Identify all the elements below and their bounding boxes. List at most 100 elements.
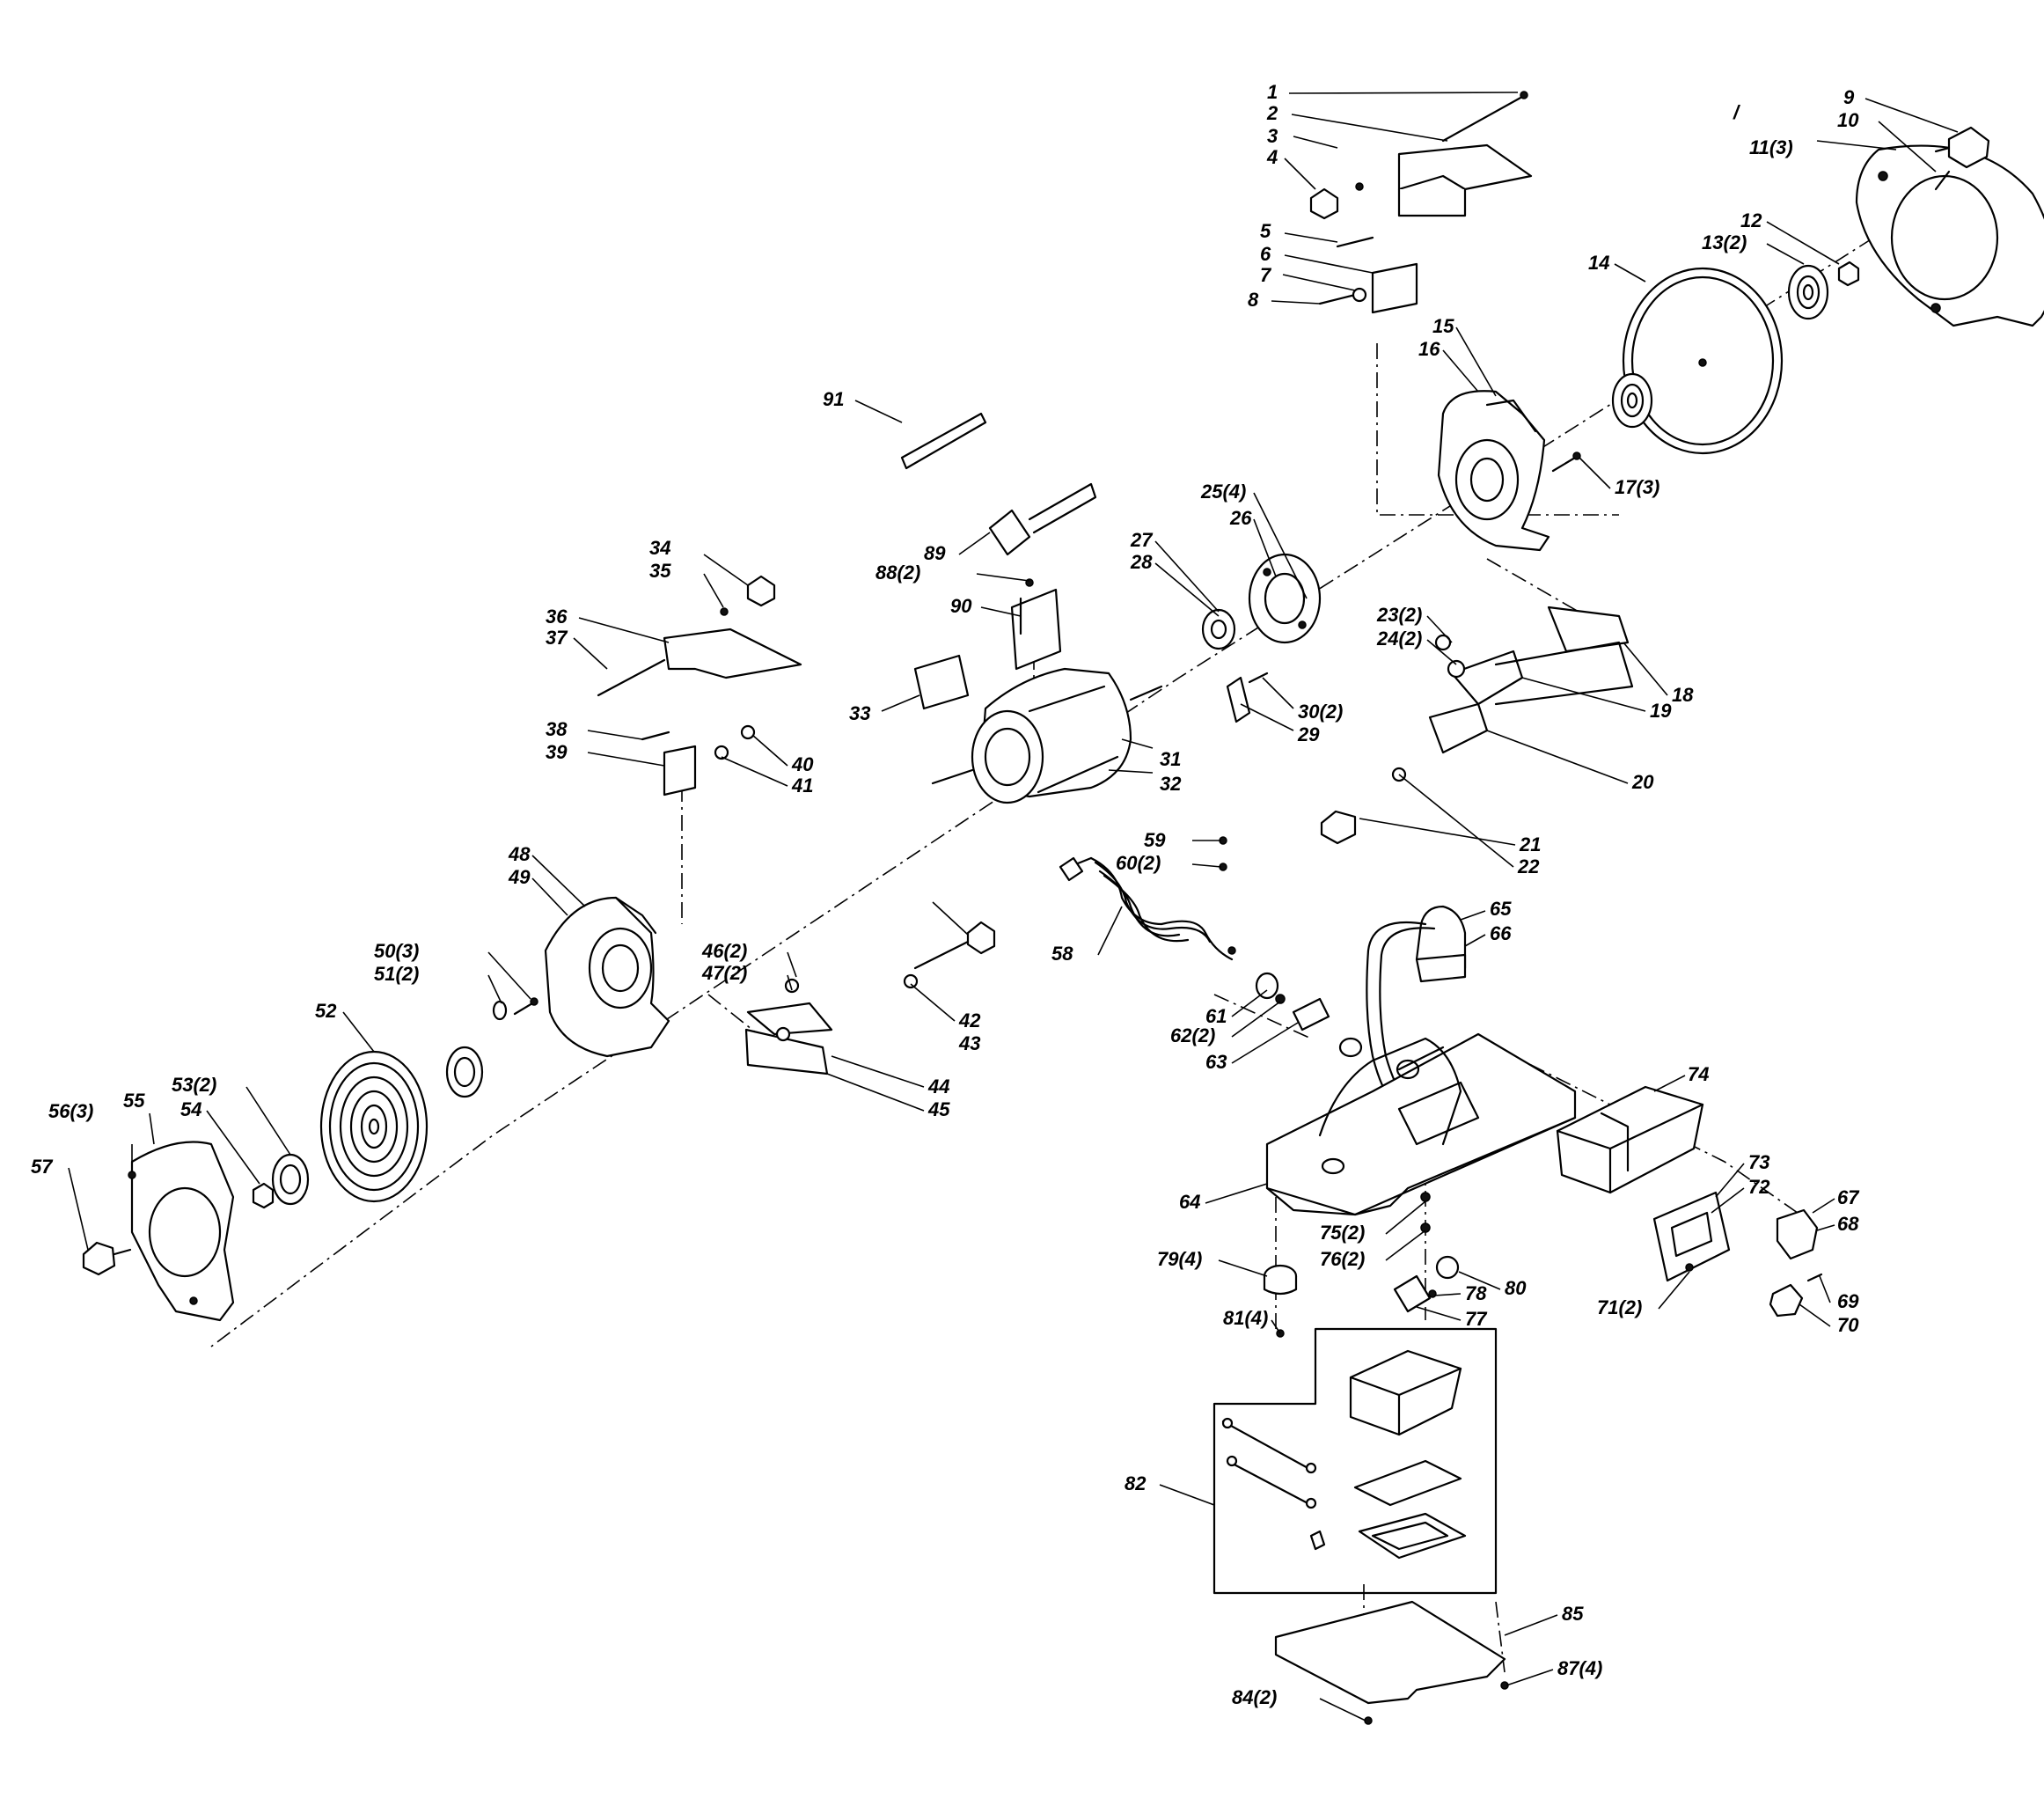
grinder-base [1265,1032,1577,1216]
label-46: 46(2) [701,940,747,962]
right-inner-guard [1437,390,1550,552]
tray [1556,1085,1704,1194]
label-62: 62(2) [1170,1024,1215,1046]
label-33: 33 [849,702,870,724]
right-tool-rest [1320,606,1634,845]
label-35: 35 [649,560,671,582]
label-40: 40 [791,753,814,775]
right-flange-outer [1787,264,1829,320]
base-plate [1274,1600,1509,1725]
label-87: 87(4) [1557,1657,1602,1679]
label-5: 5 [1260,220,1271,242]
label-17: 17(3) [1615,476,1659,498]
label-15: 15 [1432,315,1454,337]
label-50: 50(3) [374,940,419,962]
label-11: 11(3) [1749,136,1793,158]
label-90: 90 [950,595,972,617]
work-lamp [1366,905,1467,1106]
label-71: 71(2) [1597,1296,1642,1318]
label-67: 67 [1837,1186,1860,1208]
label-4: 4 [1266,146,1278,168]
label-7: 7 [1260,264,1272,286]
label-81: 81(4) [1223,1307,1268,1329]
label-88: 88(2) [875,562,920,584]
label-26: 26 [1229,507,1252,529]
label-34: 34 [649,537,670,559]
label-6: 6 [1260,243,1271,265]
label-76: 76(2) [1320,1248,1365,1270]
label-51: 51(2) [374,963,419,985]
label-49: 49 [508,866,531,888]
label-27: 27 [1130,529,1154,551]
label-36: 36 [546,606,568,628]
part-labels: 1 2 3 4 5 6 7 8 9 10 11(3) 12 13(2) 14 1… [31,81,1860,1708]
base-feet [1263,1192,1460,1338]
cord-clamp [1255,972,1330,1031]
switch-knob [1769,1208,1823,1318]
label-28: 28 [1130,551,1153,573]
right-guard-screw [1551,452,1581,473]
label-18: 18 [1672,684,1694,706]
label-63: 63 [1205,1051,1227,1073]
label-22: 22 [1517,855,1540,877]
label-37: 37 [546,627,568,649]
motor-bearing [1201,608,1236,650]
switch-plate [1652,1191,1731,1282]
label-77: 77 [1465,1308,1488,1330]
label-25: 25(4) [1200,481,1246,503]
right-flange-inner [1611,372,1653,429]
label-69: 69 [1837,1290,1859,1312]
label-9: 9 [1843,86,1855,108]
label-84: 84(2) [1232,1686,1277,1708]
right-shield-bracket [1318,236,1418,314]
label-60: 60(2) [1116,852,1161,874]
label-82: 82 [1125,1472,1147,1494]
label-38: 38 [546,718,568,740]
label-41: 41 [791,775,813,797]
label-10: 10 [1837,109,1859,131]
label-61: 61 [1205,1005,1227,1027]
label-42: 42 [958,1009,981,1031]
left-flange-outer [271,1153,310,1206]
left-guard-screws [492,997,538,1021]
motor-label [913,654,970,710]
label-57: 57 [31,1156,54,1178]
power-cord [1059,836,1236,961]
right-wheel-nut [1837,261,1860,287]
left-inner-guard [544,896,670,1058]
label-stray-slash: / [1733,101,1741,123]
motor-housing [931,667,1163,804]
label-72: 72 [1748,1176,1770,1198]
label-12: 12 [1740,209,1762,231]
label-85: 85 [1562,1603,1584,1625]
label-56: 56(3) [48,1100,93,1122]
label-16: 16 [1418,338,1440,360]
label-74: 74 [1688,1063,1709,1085]
label-31: 31 [1160,748,1181,770]
label-55: 55 [123,1090,145,1112]
switch-bracket [1010,588,1062,671]
left-eye-shield [597,575,802,697]
label-89: 89 [924,542,946,564]
label-47: 47(2) [701,962,747,984]
label-19: 19 [1650,700,1672,722]
label-45: 45 [927,1098,950,1120]
left-flange-inner [445,1046,484,1098]
label-53: 53(2) [172,1074,216,1096]
label-32: 32 [1160,773,1182,795]
left-wheel-nut [252,1182,275,1209]
label-80: 80 [1505,1277,1527,1299]
left-outer-guard [128,1141,235,1322]
label-68: 68 [1837,1213,1859,1235]
label-59: 59 [1144,829,1166,851]
label-21: 21 [1519,833,1541,855]
right-guard-knob [1934,126,1990,169]
left-shield-bracket [641,724,756,797]
motor-end-bell [1248,553,1322,644]
right-outer-guard [1855,144,2044,327]
right-eye-shield [1309,91,1533,220]
label-91: 91 [823,388,844,410]
label-23: 23(2) [1376,604,1422,626]
motor-capacitor-bracket [1226,672,1269,723]
label-64: 64 [1179,1191,1200,1213]
